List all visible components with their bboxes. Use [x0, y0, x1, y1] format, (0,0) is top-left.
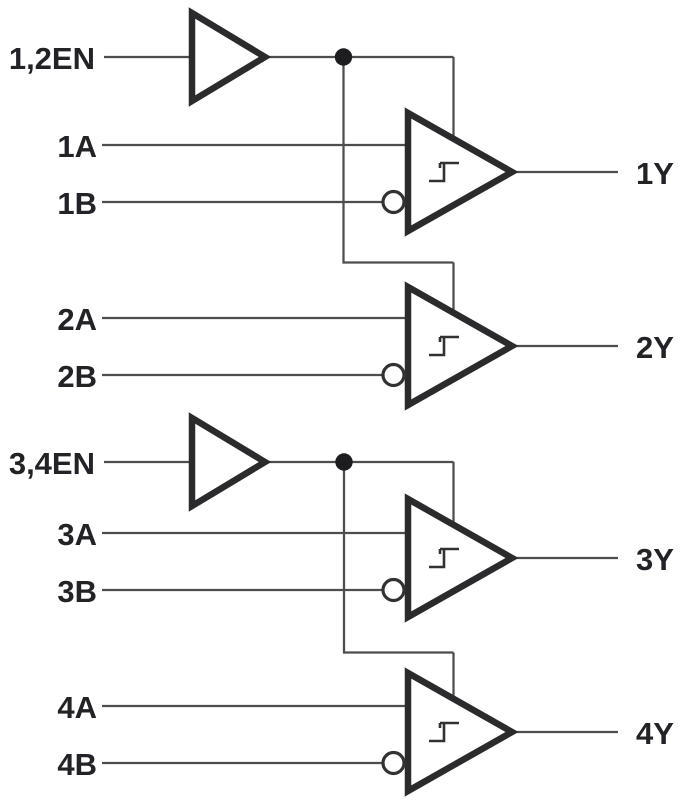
input-1b-label: 1B	[57, 186, 97, 221]
input-4a-label: 4A	[57, 690, 97, 725]
enable-12-label: 1,2EN	[9, 41, 95, 76]
hysteresis-icon	[429, 547, 459, 569]
inverter-bubble-icon	[381, 577, 406, 603]
output-1y-label: 1Y	[636, 156, 674, 191]
gate-4: 4A 4B 4Y	[57, 667, 674, 797]
enable-buffer-icon	[188, 7, 272, 107]
input-1a-label: 1A	[57, 129, 97, 164]
input-3a-label: 3A	[57, 517, 97, 552]
input-3b-label: 3B	[57, 574, 97, 609]
inverter-bubble-icon	[381, 189, 406, 215]
gate-2-triangle-icon	[404, 281, 519, 411]
output-2y-label: 2Y	[636, 330, 674, 365]
junction-dot-icon	[335, 453, 353, 471]
output-4y-label: 4Y	[636, 716, 674, 751]
gate-3-triangle-icon	[404, 493, 519, 623]
gate-2: 2A 2B 2Y	[57, 281, 674, 411]
hysteresis-icon	[429, 721, 459, 743]
enable-stage-1-2: 1,2EN	[9, 7, 455, 315]
inverter-bubble-icon	[381, 750, 406, 776]
enable-buffer-icon	[188, 412, 272, 512]
hysteresis-icon	[429, 335, 459, 357]
enable-stage-3-4: 3,4EN	[9, 412, 455, 701]
input-2a-label: 2A	[57, 302, 97, 337]
gate-1-triangle-icon	[404, 107, 519, 237]
gate-3: 3A 3B 3Y	[57, 493, 674, 623]
gate-1: 1A 1B 1Y	[57, 107, 674, 237]
hysteresis-icon	[429, 161, 459, 183]
input-2b-label: 2B	[57, 359, 97, 394]
input-4b-label: 4B	[57, 747, 97, 782]
inverter-bubble-icon	[381, 362, 406, 388]
gate-4-triangle-icon	[404, 667, 519, 797]
enable-34-label: 3,4EN	[9, 446, 95, 481]
output-3y-label: 3Y	[636, 542, 674, 577]
junction-dot-icon	[334, 48, 353, 66]
